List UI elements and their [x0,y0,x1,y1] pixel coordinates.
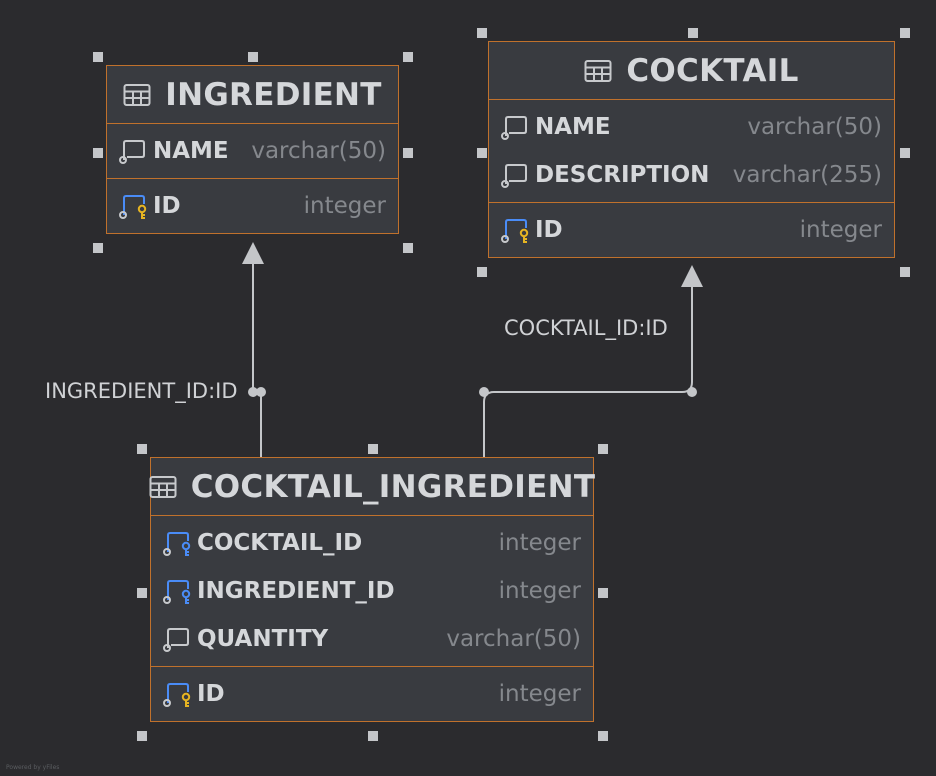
resize-handle[interactable] [93,148,103,158]
column-name: ID [197,681,225,707]
resize-handle[interactable] [598,588,608,598]
key-section: ID integer [489,203,894,257]
table-icon [123,83,151,107]
resize-handle[interactable] [403,148,413,158]
resize-handle[interactable] [93,52,103,62]
column-row[interactable]: ID integer [489,206,894,254]
resize-handle[interactable] [93,243,103,253]
column-row[interactable]: DESCRIPTION varchar(255) [489,151,894,199]
column-icon [161,625,193,653]
columns-section: NAME varchar(50) [107,124,398,179]
resize-handle[interactable] [368,444,378,454]
columns-section: NAME varchar(50) DESCRIPTION varchar(255) [489,100,894,203]
foreign-key-column-icon [161,529,193,557]
column-type: integer [498,681,581,707]
relation-line-ingredient[interactable] [252,262,262,457]
resize-handle[interactable] [477,148,487,158]
resize-handle[interactable] [137,731,147,741]
column-type: integer [799,217,882,243]
key-section: ID integer [151,667,593,721]
relation-endpoint-ingredient-1 [248,387,258,397]
relation-endpoint-cocktail-1 [479,387,489,397]
table-cocktail[interactable]: COCKTAIL NAME varchar(50) DESCRIPTION varch… [488,41,895,258]
column-type: integer [498,530,581,556]
relation-label-cocktail: COCKTAIL_ID:ID [504,316,668,340]
column-name: DESCRIPTION [535,162,710,188]
column-row[interactable]: ID integer [107,182,398,230]
table-ingredient[interactable]: INGREDIENT NAME varchar(50) ID integer [106,65,399,234]
resize-handle[interactable] [688,28,698,38]
column-name: NAME [153,138,229,164]
column-name: ID [153,193,181,219]
column-name: COCKTAIL_ID [197,530,363,556]
table-header: COCKTAIL_INGREDIENT [149,458,596,516]
column-row[interactable]: NAME varchar(50) [489,103,894,151]
resize-handle[interactable] [403,52,413,62]
column-name: ID [535,217,563,243]
resize-handle[interactable] [403,243,413,253]
resize-handle[interactable] [477,267,487,277]
column-icon [499,161,531,189]
table-header: INGREDIENT [107,66,398,124]
primary-key-column-icon [499,216,531,244]
resize-handle[interactable] [477,28,487,38]
column-row[interactable]: INGREDIENT_ID integer [151,567,593,615]
primary-key-column-icon [117,192,149,220]
table-title: INGREDIENT [165,76,382,113]
column-icon [117,137,149,165]
relation-label-ingredient: INGREDIENT_ID:ID [45,379,238,403]
column-name: NAME [535,114,611,140]
column-name: INGREDIENT_ID [197,578,395,604]
resize-handle[interactable] [368,731,378,741]
foreign-key-column-icon [161,577,193,605]
relation-endpoint-cocktail-2 [687,387,697,397]
resize-handle[interactable] [598,731,608,741]
column-row[interactable]: COCKTAIL_ID integer [151,519,593,567]
relation-endpoint-ingredient-2 [256,387,266,397]
table-icon [149,475,177,499]
arrowhead-cocktail [681,265,703,287]
column-row[interactable]: QUANTITY varchar(50) [151,615,593,663]
column-type: integer [303,193,386,219]
resize-handle[interactable] [598,444,608,454]
table-header: COCKTAIL [489,42,894,100]
column-row[interactable]: ID integer [151,670,593,718]
table-icon [584,59,612,83]
column-type: integer [498,578,581,604]
table-title: COCKTAIL_INGREDIENT [190,468,596,505]
column-type: varchar(50) [747,114,882,140]
table-title: COCKTAIL [626,52,799,89]
column-name: QUANTITY [197,626,329,652]
column-type: varchar(255) [732,162,882,188]
column-icon [499,113,531,141]
arrowhead-ingredient [242,242,264,264]
primary-key-column-icon [161,680,193,708]
column-type: varchar(50) [251,138,386,164]
resize-handle[interactable] [900,148,910,158]
column-row[interactable]: NAME varchar(50) [107,127,398,175]
key-section: ID integer [107,179,398,233]
resize-handle[interactable] [248,52,258,62]
resize-handle[interactable] [900,28,910,38]
resize-handle[interactable] [137,444,147,454]
resize-handle[interactable] [900,267,910,277]
watermark: Powered by yFiles [6,764,60,771]
resize-handle[interactable] [137,588,147,598]
column-type: varchar(50) [446,626,581,652]
relation-line-cocktail[interactable] [483,286,693,457]
